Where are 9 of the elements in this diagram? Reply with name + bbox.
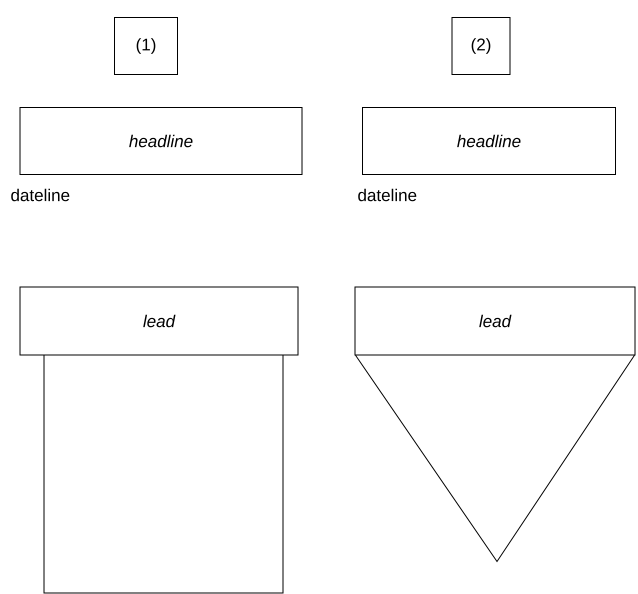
number-box: (1): [114, 17, 178, 75]
lead-box: lead: [20, 286, 298, 356]
body-outline: [44, 354, 284, 594]
headline-box: headline: [20, 107, 302, 175]
headline-box: headline: [362, 107, 616, 175]
lead-box: lead: [354, 286, 636, 356]
dateline-text: dateline: [11, 188, 70, 202]
dateline-text: dateline: [358, 188, 416, 202]
number-box: (2): [452, 17, 510, 75]
